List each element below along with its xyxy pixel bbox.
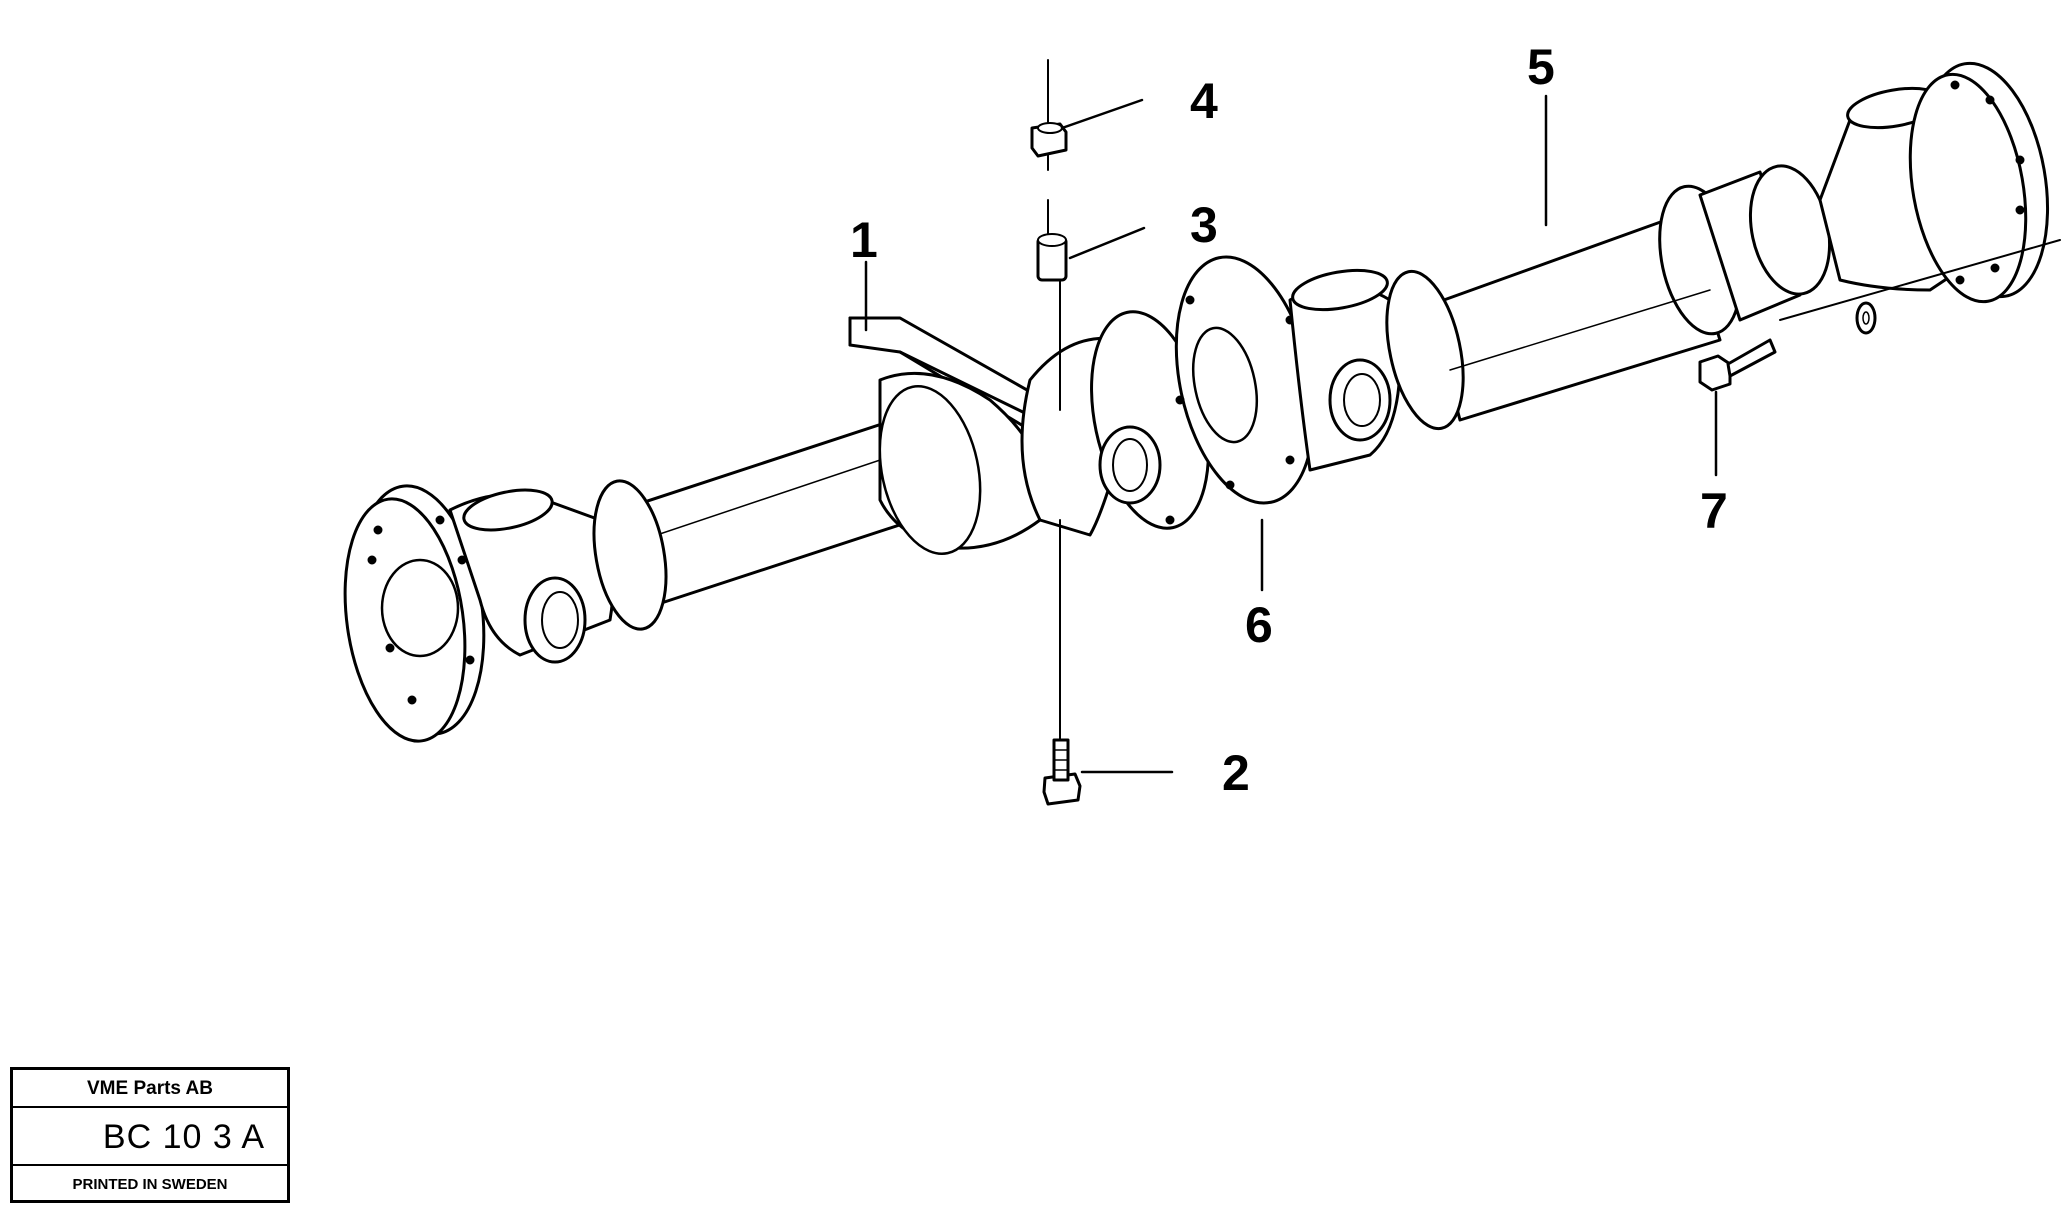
middle-universal-joint bbox=[1288, 268, 1402, 472]
nut bbox=[1030, 122, 1068, 158]
callout-6: 6 bbox=[1245, 597, 1273, 653]
left-universal-joint bbox=[448, 479, 668, 664]
callout-7: 7 bbox=[1700, 483, 1728, 539]
leader-line-3 bbox=[1068, 226, 1146, 260]
company-name: VME Parts AB bbox=[13, 1070, 287, 1108]
flange-bolt-axis-line bbox=[1779, 239, 2061, 321]
callout-2: 2 bbox=[1222, 745, 1250, 801]
rear-shaft-tube bbox=[1385, 164, 1832, 431]
title-block: VME Parts AB BC 10 3 A PRINTED IN SWEDEN bbox=[10, 1067, 290, 1203]
callout-3: 3 bbox=[1190, 197, 1218, 253]
centre-bearing-bracket bbox=[848, 316, 1082, 555]
washer bbox=[1855, 301, 1877, 335]
intermediate-flange bbox=[1020, 255, 1316, 537]
callout-1: 1 bbox=[850, 212, 878, 268]
bolt-lower bbox=[1042, 738, 1082, 806]
drawing-code: BC 10 3 A bbox=[13, 1108, 287, 1166]
leader-line-4 bbox=[1060, 98, 1144, 130]
printed-note: PRINTED IN SWEDEN bbox=[72, 1176, 228, 1193]
flange-bolt bbox=[1698, 338, 1777, 392]
callout-4: 4 bbox=[1190, 73, 1218, 129]
spacer-sleeve bbox=[1036, 233, 1068, 282]
callout-5: 5 bbox=[1527, 39, 1555, 95]
right-end-flange bbox=[1908, 61, 2050, 304]
